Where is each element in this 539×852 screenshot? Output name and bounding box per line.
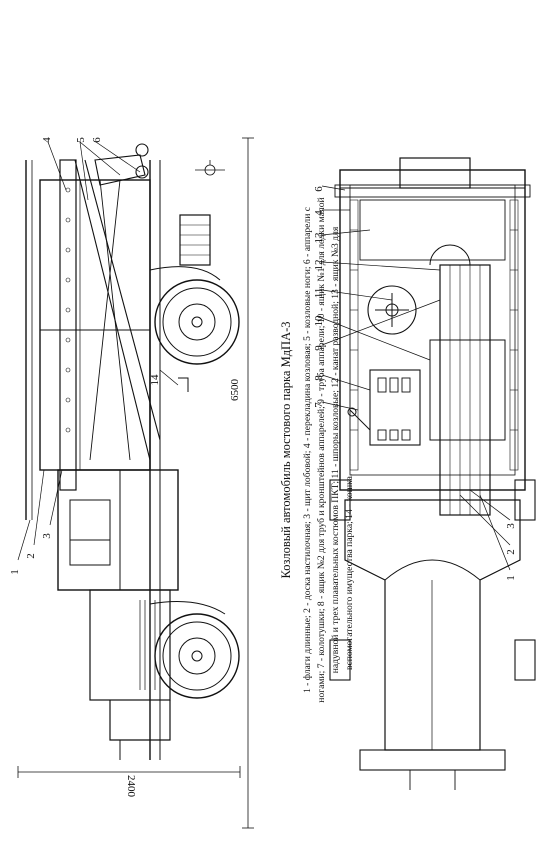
callout-14: 14 bbox=[149, 374, 161, 386]
callout-4-top: 4 bbox=[313, 210, 325, 216]
callout-8: 8 bbox=[313, 375, 325, 381]
callout-2: 2 bbox=[25, 553, 37, 559]
callout-3-top: 3 bbox=[505, 523, 517, 529]
callout-4: 4 bbox=[41, 137, 53, 143]
top-leaders bbox=[321, 185, 511, 571]
drawing-title: Козловый автомобиль мостового парка МдПА… bbox=[279, 321, 293, 578]
side-callouts: 1 2 3 4 5 6 14 bbox=[9, 137, 161, 575]
callout-3: 3 bbox=[41, 533, 53, 539]
callout-12: 12 bbox=[313, 260, 325, 271]
cable-drum bbox=[367, 285, 417, 335]
radiator-grille bbox=[139, 600, 161, 690]
callout-9: 9 bbox=[313, 345, 325, 351]
front-wheel bbox=[154, 613, 240, 699]
callout-1: 1 bbox=[9, 569, 21, 575]
dimension-height: 2400 bbox=[17, 766, 241, 798]
callout-6-top: 6 bbox=[313, 186, 325, 192]
callout-13: 13 bbox=[313, 232, 325, 244]
height-dimension-label: 2400 bbox=[125, 775, 137, 798]
side-leaders bbox=[17, 141, 179, 561]
side-view: 6500 2400 bbox=[17, 137, 254, 829]
caption-line-1: 1 - флаги длинные; 2 - доска настилочная… bbox=[302, 207, 313, 693]
caption-line-4: вспомогательного имущества парка; 14 - к… bbox=[344, 474, 355, 670]
callout-10: 10 bbox=[313, 315, 325, 327]
callout-6: 6 bbox=[91, 137, 103, 143]
tow-hook-figure bbox=[195, 160, 225, 176]
mallets bbox=[377, 377, 411, 441]
caption-line-3: надувной и трех плавательных костюмов ПК… bbox=[330, 226, 341, 673]
callout-7: 7 bbox=[313, 402, 325, 408]
dimension-length: 6500 bbox=[229, 137, 254, 829]
callout-5: 5 bbox=[75, 137, 87, 143]
top-callouts: 7 8 9 10 11 12 13 4 6 1 2 3 bbox=[313, 186, 517, 581]
length-dimension-label: 6500 bbox=[229, 379, 241, 402]
callout-11: 11 bbox=[313, 288, 325, 299]
caption-block: Козловый автомобиль мостового парка МдПА… bbox=[279, 197, 355, 702]
rear-wheel bbox=[154, 279, 240, 365]
callout-1-top: 1 bbox=[505, 575, 517, 581]
callout-2-top: 2 bbox=[505, 549, 517, 555]
top-view bbox=[321, 157, 536, 790]
caption-line-2: ногами; 7 - колотушки; 8 - ящик №2 для т… bbox=[316, 197, 327, 702]
